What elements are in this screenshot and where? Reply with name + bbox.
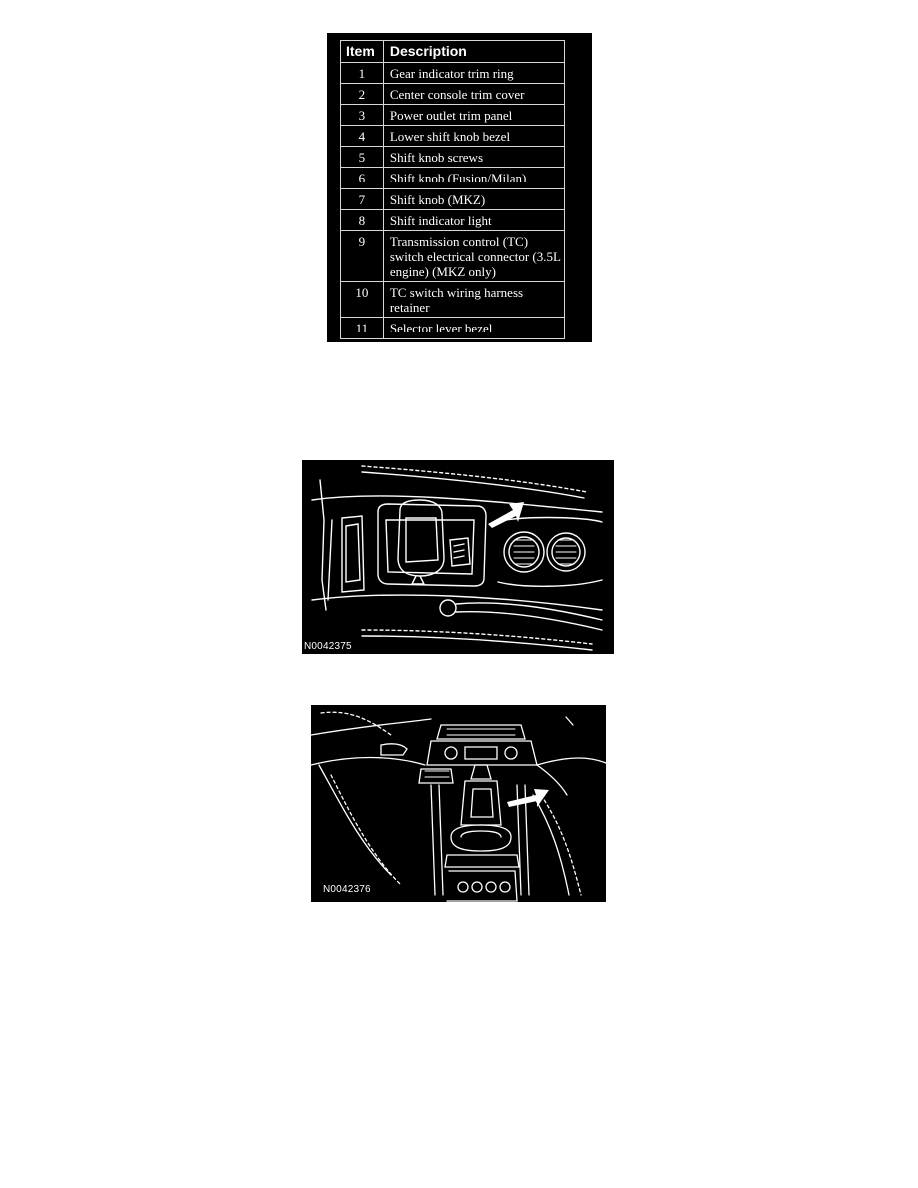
legend-item-number: 1 (340, 62, 384, 84)
legend-item-description: Shift knob (Fusion/Milan) (382, 167, 566, 189)
legend-item-description: Center console trim cover (382, 83, 566, 105)
legend-row: 5 Shift knob screws (340, 146, 566, 168)
legend-item-description: Lower shift knob bezel (382, 125, 566, 147)
legend-item-description: Transmission control (TC) switch electri… (382, 230, 566, 282)
legend-row: 3 Power outlet trim panel (340, 104, 566, 126)
figure-code: N0042375 (304, 641, 352, 652)
legend-item-description: Gear indicator trim ring (382, 62, 566, 84)
legend-item-number: 8 (340, 209, 384, 231)
legend-table: Item Description 1 Gear indicator trim r… (340, 40, 566, 339)
legend-row: 4 Lower shift knob bezel (340, 125, 566, 147)
legend-item-description-text: Selector lever bezel (389, 321, 493, 332)
legend-item-description: Shift knob (MKZ) (382, 188, 566, 210)
legend-header-item: Item (340, 40, 384, 63)
legend-item-description: Shift knob screws (382, 146, 566, 168)
legend-item-number: 11 (340, 317, 384, 339)
legend-item-number: 7 (340, 188, 384, 210)
legend-row: 9 Transmission control (TC) switch elect… (340, 230, 566, 282)
legend-item-number: 10 (340, 281, 384, 318)
legend-row: 6 Shift knob (Fusion/Milan) (340, 167, 566, 189)
legend-item-number-text: 11 (355, 321, 369, 332)
legend-row: 11 Selector lever bezel (340, 317, 566, 339)
legend-item-number: 9 (340, 230, 384, 282)
arrow-icon (488, 502, 524, 528)
legend-item-description: TC switch wiring harness retainer (382, 281, 566, 318)
legend-item-number-text: 6 (358, 171, 366, 182)
legend-header-description: Description (382, 40, 566, 63)
legend-item-number: 6 (340, 167, 384, 189)
legend-item-number: 3 (340, 104, 384, 126)
legend-row: 10 TC switch wiring harness retainer (340, 281, 566, 318)
legend-item-description-text: Shift knob (Fusion/Milan) (389, 171, 527, 182)
legend-row: 2 Center console trim cover (340, 83, 566, 105)
legend-item-description: Selector lever bezel (382, 317, 566, 339)
legend-item-description: Power outlet trim panel (382, 104, 566, 126)
figure-shift-knob-console: N0042375 (302, 460, 614, 654)
figure-code: N0042376 (323, 884, 371, 895)
legend-item-number: 4 (340, 125, 384, 147)
legend-item-number: 5 (340, 146, 384, 168)
legend-item-description: Shift indicator light (382, 209, 566, 231)
legend-row: 7 Shift knob (MKZ) (340, 188, 566, 210)
legend-row: 1 Gear indicator trim ring (340, 62, 566, 84)
arrow-icon (507, 789, 549, 807)
figure-console-overview: N0042376 (311, 705, 606, 902)
legend-panel: Item Description 1 Gear indicator trim r… (327, 33, 592, 342)
legend-row: 8 Shift indicator light (340, 209, 566, 231)
legend-header-row: Item Description (340, 40, 566, 63)
legend-item-number: 2 (340, 83, 384, 105)
